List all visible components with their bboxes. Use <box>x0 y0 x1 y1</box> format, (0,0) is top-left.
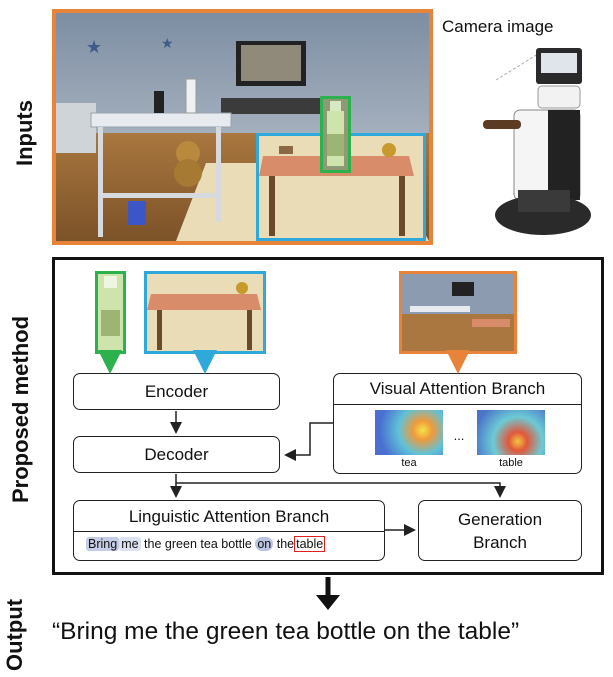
arrow-decoder-to-branches <box>175 474 506 498</box>
token-tea: tea <box>200 537 218 551</box>
token-on: on <box>255 537 274 551</box>
scene-crop-image <box>399 271 517 354</box>
token-the-1: the <box>144 537 162 551</box>
robot-illustration <box>478 40 603 250</box>
attention-caption-table: table <box>499 457 523 469</box>
token-green: green <box>164 537 197 551</box>
token-the-2: the <box>276 537 295 551</box>
linguistic-attention-branch-title: Linguistic Attention Branch <box>74 501 384 532</box>
generation-branch-line1: Generation <box>457 509 543 529</box>
output-sentence: “Bring me the green tea bottle on the ta… <box>52 618 520 645</box>
attention-map-table <box>477 410 545 455</box>
decoder-box: Decoder <box>73 436 280 473</box>
output-label: Output <box>2 598 27 671</box>
svg-text:★: ★ <box>86 37 102 57</box>
scene-image: ★ ★ ★ <box>52 9 433 245</box>
arrow-vab-to-decoder <box>284 422 333 461</box>
scene-illustration: ★ ★ ★ <box>56 13 429 241</box>
arrow-to-output-head <box>316 595 340 610</box>
method-panel <box>52 257 604 575</box>
token-bottle: bottle <box>221 537 252 551</box>
camera-image-label: Camera image <box>442 17 554 36</box>
attention-caption-tea: tea <box>401 457 417 469</box>
token-table: table <box>294 536 326 552</box>
svg-text:★: ★ <box>161 35 174 51</box>
attention-ellipsis: ... <box>453 428 465 443</box>
token-me: me <box>119 537 141 551</box>
table-crop-image <box>144 271 266 354</box>
visual-attention-branch-title: Visual Attention Branch <box>334 374 581 405</box>
generation-branch-line2: Branch <box>473 532 527 552</box>
token-bring: Bring <box>86 537 120 551</box>
attention-map-tea <box>375 410 443 455</box>
encoder-box: Encoder <box>73 373 280 410</box>
generation-branch-box: Generation Branch <box>418 500 582 561</box>
target-bottle-box <box>320 96 351 173</box>
